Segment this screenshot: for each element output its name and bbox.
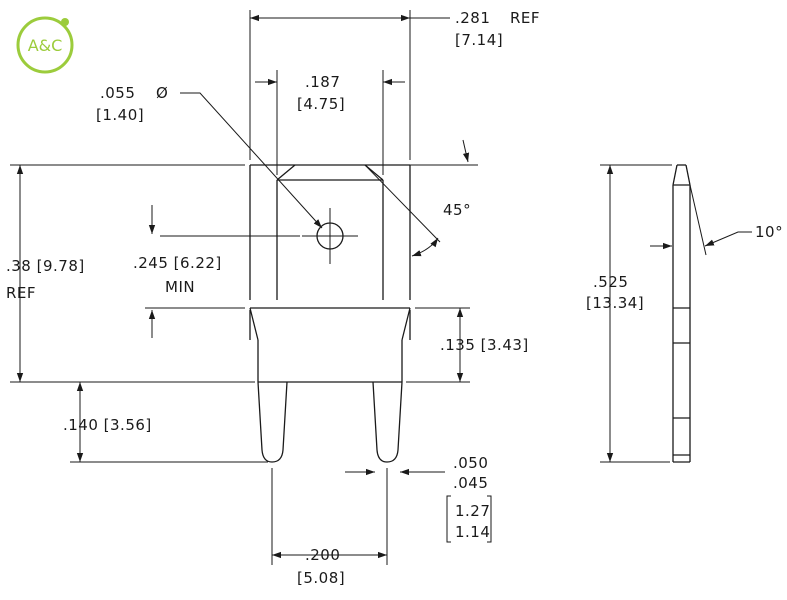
dim-leg-spacing-in: .200 [305, 546, 340, 564]
dim-slot-width-mm: [4.75] [297, 95, 345, 113]
dim-total-height-text: .38 [9.78] [6, 257, 85, 275]
dim-hole-offset-min: MIN [165, 278, 195, 296]
dim-width-ref-mm: [7.14] [455, 31, 503, 49]
dim-leg-width-a-mm: 1.27 [455, 502, 490, 520]
logo-text: A&C [28, 36, 63, 55]
dim-leg-width-a: .050 [453, 454, 488, 472]
dim-hole-dia-in: .055 [100, 84, 135, 102]
dim-leg-width-b: .045 [453, 474, 488, 492]
dim-shoulder-text: .135 [3.43] [440, 336, 529, 354]
dim-hole-offset-text: .245 [6.22] [133, 254, 222, 272]
dim-45-angle: 45° [364, 139, 478, 257]
dim-shoulder: .135 [3.43] [406, 307, 529, 383]
dim-10-text: 10° [755, 223, 783, 241]
dim-slot-width-in: .187 [305, 73, 340, 91]
dim-hole-dia: .055 Ø [1.40] [96, 84, 323, 229]
company-logo: A&C [16, 16, 74, 74]
dim-leg-length-text: .140 [3.56] [63, 416, 152, 434]
dim-leg-width: .050 .045 1.27 1.14 [345, 454, 492, 543]
dim-side-height: .525 [13.34] [586, 164, 672, 463]
dim-total-height: .38 [9.78] REF [6, 164, 255, 383]
dim-slot-width: .187 [4.75] [255, 70, 405, 175]
diameter-symbol: Ø [156, 84, 168, 102]
dim-side-height-in: .525 [593, 273, 628, 291]
dim-45-text: 45° [443, 201, 471, 219]
dim-side-height-mm: [13.34] [586, 294, 644, 312]
dim-10-angle: 10° [650, 184, 783, 256]
hole-symbol [160, 208, 358, 264]
dim-leg-length: .140 [3.56] [63, 382, 268, 463]
dim-hole-dia-mm: [1.40] [96, 106, 144, 124]
dim-width-ref-in: .281 [455, 9, 490, 27]
dim-leg-spacing-mm: [5.08] [297, 569, 345, 587]
dim-leg-spacing: .200 [5.08] [271, 468, 388, 587]
dim-hole-offset: .245 [6.22] MIN [133, 205, 245, 338]
side-view-outline [672, 164, 691, 463]
dim-width-ref: .281 REF [7.14] [249, 9, 540, 160]
dim-total-height-ref: REF [6, 284, 36, 302]
dim-leg-width-b-mm: 1.14 [455, 523, 490, 541]
dim-width-ref-word: REF [510, 9, 540, 27]
